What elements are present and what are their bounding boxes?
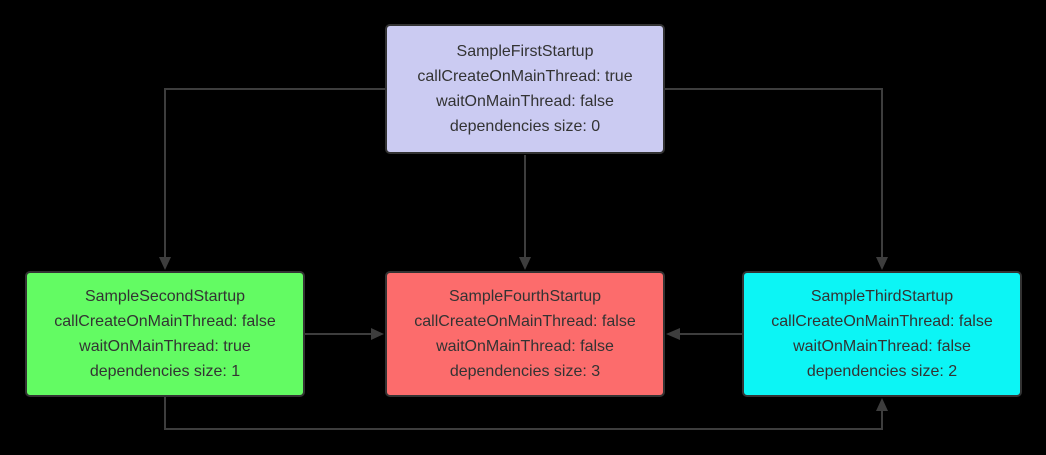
node-sample-second-startup: SampleSecondStartup callCreateOnMainThre… [25,271,305,397]
edge-second-to-third-arrowhead [876,398,888,411]
node-sample-first-startup: SampleFirstStartup callCreateOnMainThrea… [385,24,665,154]
edge-first-to-third-arrowhead [876,257,888,270]
node-attr-dependencies-size: dependencies size: 1 [89,363,241,380]
node-attr-call-create-on-main-thread: callCreateOnMainThread: false [771,313,993,330]
edge-first-to-second-arrowhead [159,257,171,270]
node-attr-wait-on-main-thread: waitOnMainThread: true [79,338,251,355]
node-attr-dependencies-size: dependencies size: 0 [449,118,601,135]
node-sample-fourth-startup: SampleFourthStartup callCreateOnMainThre… [385,271,665,397]
node-title: SampleFirstStartup [456,43,594,60]
edge-third-to-fourth-arrowhead [666,328,680,340]
node-attr-wait-on-main-thread: waitOnMainThread: false [436,93,614,110]
node-attr-dependencies-size: dependencies size: 3 [449,363,601,380]
node-attr-dependencies-size: dependencies size: 2 [806,363,958,380]
node-title: SampleFourthStartup [448,288,602,305]
edge-first-to-third [665,88,883,258]
node-attr-call-create-on-main-thread: callCreateOnMainThread: false [54,313,276,330]
node-sample-third-startup: SampleThirdStartup callCreateOnMainThrea… [742,271,1022,397]
node-title: SampleSecondStartup [84,288,246,305]
node-attr-wait-on-main-thread: waitOnMainThread: false [793,338,971,355]
edge-first-to-second [164,88,385,258]
node-attr-wait-on-main-thread: waitOnMainThread: false [436,338,614,355]
node-attr-call-create-on-main-thread: callCreateOnMainThread: false [414,313,636,330]
node-attr-call-create-on-main-thread: callCreateOnMainThread: true [417,68,633,85]
node-title: SampleThirdStartup [810,288,954,305]
edge-second-to-third [164,397,883,430]
edge-second-to-fourth-arrowhead [371,328,384,340]
edge-first-to-fourth-arrowhead [519,257,531,270]
